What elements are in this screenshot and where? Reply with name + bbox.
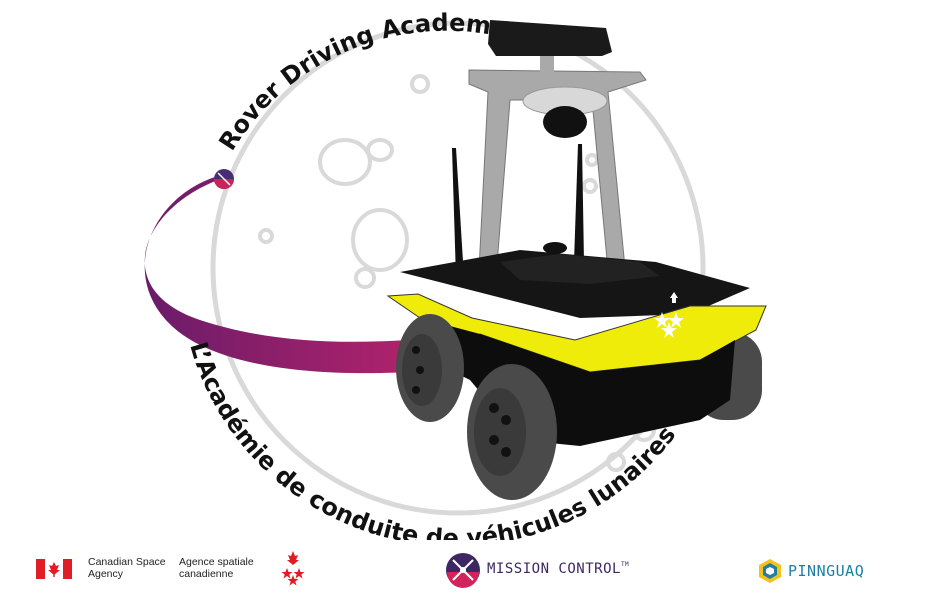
antenna-right bbox=[574, 144, 584, 262]
rover bbox=[386, 20, 767, 500]
csa-maple-star-icon bbox=[281, 551, 305, 586]
maple-leaf-stars-icon bbox=[654, 292, 684, 338]
footer-logos: Canadian Space Agency Agence spatiale ca… bbox=[0, 540, 940, 601]
csa-english-name: Canadian Space Agency bbox=[88, 556, 166, 580]
pinnguaq-wordmark: PINNGUAQ bbox=[788, 562, 865, 580]
sensor-mast bbox=[468, 20, 647, 291]
dome-camera bbox=[543, 106, 587, 138]
rover-trail bbox=[144, 169, 410, 374]
mission-control-wordmark: MISSION CONTROLTM bbox=[487, 561, 630, 577]
antenna-left bbox=[452, 148, 464, 278]
rover-illustration: Rover Driving Academy L’Académie de cond… bbox=[144, 9, 767, 540]
pinnguaq-hex-logo-icon bbox=[759, 559, 781, 583]
mission-control-logo-icon bbox=[446, 553, 480, 588]
csa-french-name: Agence spatiale canadienne bbox=[179, 556, 254, 580]
lidar-sensor bbox=[488, 20, 612, 56]
canada-flag-icon bbox=[36, 559, 72, 579]
